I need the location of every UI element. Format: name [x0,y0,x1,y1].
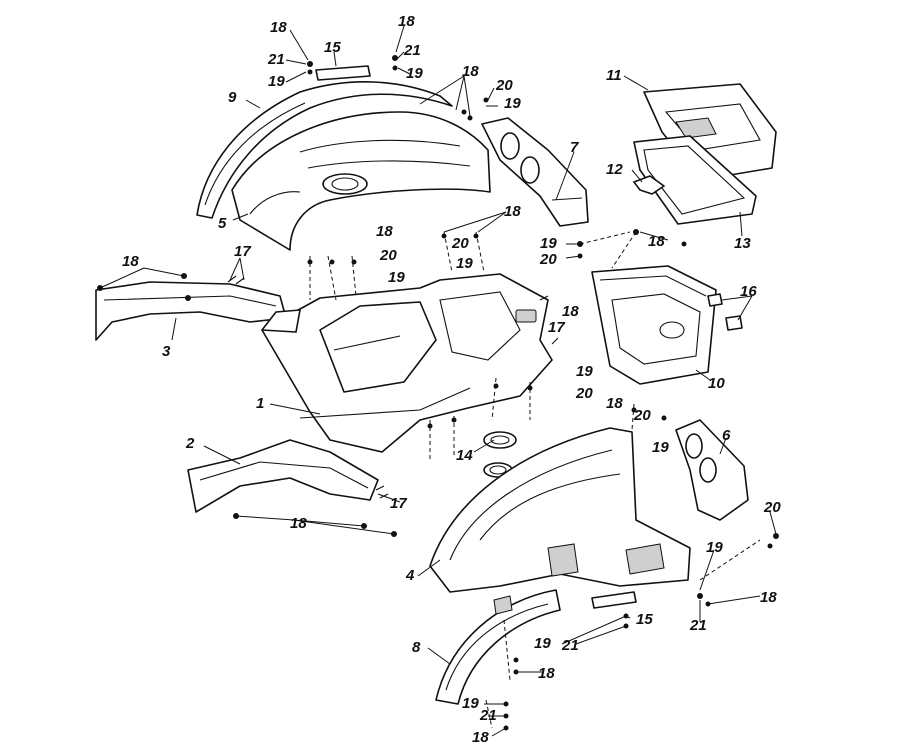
part-5-rear-inner-fender [231,111,491,251]
callout-21: 21 [403,42,421,59]
callout-18: 18 [398,13,415,30]
callout-21: 21 [479,707,497,724]
part-11-storage-lid [643,83,777,181]
part-16-decal-a [707,293,723,307]
callout-18: 18 [122,253,139,270]
callout-21: 21 [689,617,707,634]
callout-1: 1 [256,395,264,412]
callout-18: 18 [606,395,623,412]
callout-leaders [99,25,777,737]
callout-20: 20 [379,247,397,264]
callout-19: 19 [456,255,473,272]
callout-18: 18 [538,665,555,682]
callout-15: 15 [636,611,653,628]
callout-20: 20 [451,235,469,252]
callout-5: 5 [218,215,227,232]
callout-labels: 18 21 19 15 18 21 19 9 18 20 19 11 12 13… [122,13,781,746]
callout-17: 17 [390,495,407,512]
callout-18: 18 [648,233,665,250]
callout-16: 16 [740,283,757,300]
part-15-pad-top [315,65,371,81]
part-15-pad-bottom [591,591,637,609]
callout-18: 18 [472,729,489,746]
callout-19: 19 [268,73,285,90]
callout-19: 19 [540,235,557,252]
callout-20: 20 [495,77,513,94]
part-3-left-side-panel [95,281,287,341]
callout-3: 3 [162,343,171,360]
part-9-rear-fender-left [196,81,453,219]
callout-20: 20 [633,407,651,424]
callout-9: 9 [228,89,237,106]
part-7-light-bracket [481,117,589,227]
callout-6: 6 [722,427,731,444]
callout-18: 18 [462,63,479,80]
callout-19: 19 [534,635,551,652]
part-6-right-bracket [675,419,749,521]
callout-20: 20 [575,385,593,402]
callout-15: 15 [324,39,341,56]
callout-13: 13 [734,235,751,252]
callout-17: 17 [548,319,565,336]
part-1-main-body [261,273,553,453]
callout-19: 19 [576,363,593,380]
callout-19: 19 [406,65,423,82]
callout-19: 19 [504,95,521,112]
callout-18: 18 [376,223,393,240]
callout-21: 21 [267,51,285,68]
part-12-latch [633,175,665,195]
callout-11: 11 [606,67,622,84]
callout-18: 18 [504,203,521,220]
callout-19: 19 [388,269,405,286]
callout-19: 19 [462,695,479,712]
callout-18: 18 [760,589,777,606]
callout-2: 2 [185,435,195,452]
part-4-front-fender [429,427,691,593]
callout-18: 18 [562,303,579,320]
callout-21: 21 [561,637,579,654]
part-10-storage-box [591,265,717,385]
callout-7: 7 [570,139,579,156]
callout-10: 10 [708,375,725,392]
callout-17: 17 [234,243,251,260]
part-2-lower-side-panel [187,439,379,513]
callout-20: 20 [763,499,781,516]
callout-18: 18 [290,515,307,532]
callout-8: 8 [412,639,421,656]
part-8-front-flare [435,589,561,705]
callout-19: 19 [706,539,723,556]
callout-12: 12 [606,161,623,178]
callout-4: 4 [405,567,415,584]
callout-20: 20 [539,251,557,268]
callout-14: 14 [456,447,473,464]
callout-18: 18 [270,19,287,36]
part-13-lid-seal [633,135,757,225]
callout-19: 19 [652,439,669,456]
